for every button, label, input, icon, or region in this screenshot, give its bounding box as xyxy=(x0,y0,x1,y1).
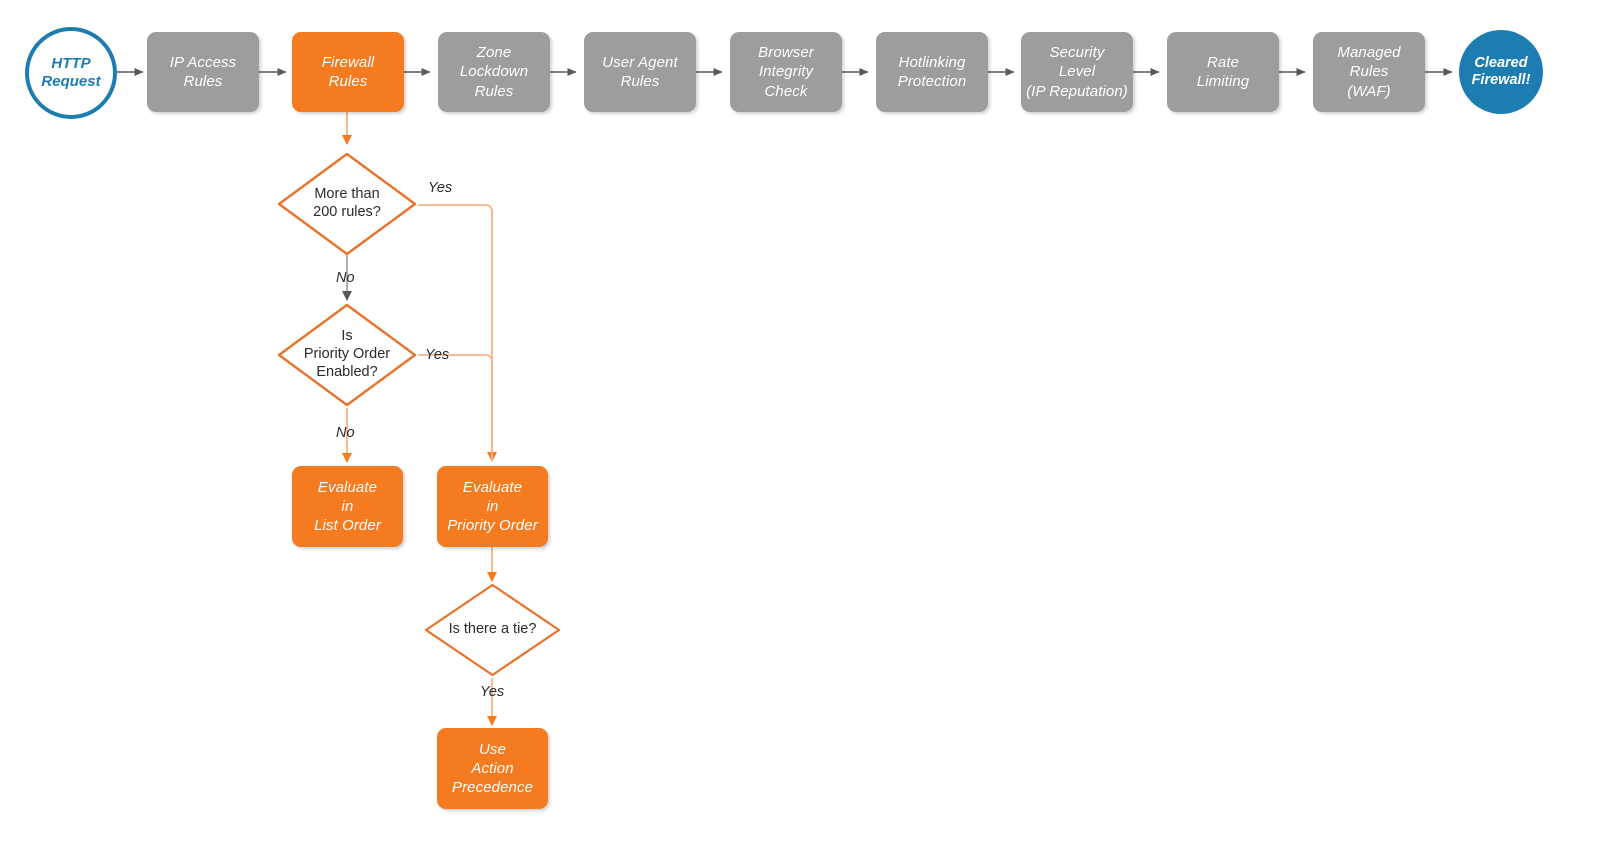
node-label: Is there a tie? xyxy=(448,621,537,638)
node-label: Zone Lockdown Rules xyxy=(459,44,529,100)
node-label: More than 200 rules? xyxy=(313,186,381,220)
node-label: Evaluate in Priority Order xyxy=(447,478,538,535)
node-label: Rate Limiting xyxy=(1196,53,1250,90)
edge-priority-yes xyxy=(418,354,493,461)
edge-label-rules-no: No xyxy=(336,270,355,286)
node-browser-integrity-check[interactable]: Browser Integrity Check xyxy=(730,32,842,112)
node-label: Is Priority Order Enabled? xyxy=(303,328,391,380)
node-label: Hotlinking Protection xyxy=(897,53,967,90)
node-firewall-rules[interactable]: Firewall Rules xyxy=(292,32,404,112)
node-cleared-firewall[interactable]: Cleared Firewall! xyxy=(1459,30,1543,114)
node-label: Evaluate in List Order xyxy=(314,478,381,535)
edge-label-priority-no: No xyxy=(336,425,355,441)
node-evaluate-priority-order[interactable]: Evaluate in Priority Order xyxy=(437,466,548,547)
edge-label-priority-yes: Yes xyxy=(425,347,450,363)
node-label: Managed Rules (WAF) xyxy=(1337,44,1401,100)
edge-rulecount-yes xyxy=(418,204,497,462)
node-label: Browser Integrity Check xyxy=(758,44,814,100)
node-label: Cleared Firewall! xyxy=(1471,54,1531,88)
node-evaluate-list-order[interactable]: Evaluate in List Order xyxy=(292,466,403,547)
node-http-request[interactable]: HTTP Request xyxy=(25,27,117,119)
diamond-shape xyxy=(277,152,417,256)
node-security-level[interactable]: Security Level (IP Reputation) xyxy=(1021,32,1133,112)
node-hotlinking-protection[interactable]: Hotlinking Protection xyxy=(876,32,988,112)
node-label: IP Access Rules xyxy=(169,53,237,90)
node-managed-rules-waf[interactable]: Managed Rules (WAF) xyxy=(1313,32,1425,112)
edge-label-rules-yes: Yes xyxy=(428,180,453,196)
node-more-than-200-rules[interactable]: More than 200 rules? xyxy=(277,152,417,256)
node-label: Use Action Precedence xyxy=(451,740,534,797)
node-label: Firewall Rules xyxy=(321,53,375,90)
node-zone-lockdown-rules[interactable]: Zone Lockdown Rules xyxy=(438,32,550,112)
node-is-there-a-tie[interactable]: Is there a tie? xyxy=(424,583,561,677)
diamond-shape xyxy=(424,583,561,677)
node-user-agent-rules[interactable]: User Agent Rules xyxy=(584,32,696,112)
node-rate-limiting[interactable]: Rate Limiting xyxy=(1167,32,1279,112)
node-ip-access-rules[interactable]: IP Access Rules xyxy=(147,32,259,112)
node-label: HTTP Request xyxy=(41,55,101,90)
edge-label-tie-yes: Yes xyxy=(480,684,505,700)
node-priority-order-enabled[interactable]: Is Priority Order Enabled? xyxy=(277,303,417,407)
node-label: User Agent Rules xyxy=(602,53,678,90)
diamond-shape xyxy=(277,303,417,407)
node-use-action-precedence[interactable]: Use Action Precedence xyxy=(437,728,548,809)
node-label: Security Level (IP Reputation) xyxy=(1026,44,1128,100)
